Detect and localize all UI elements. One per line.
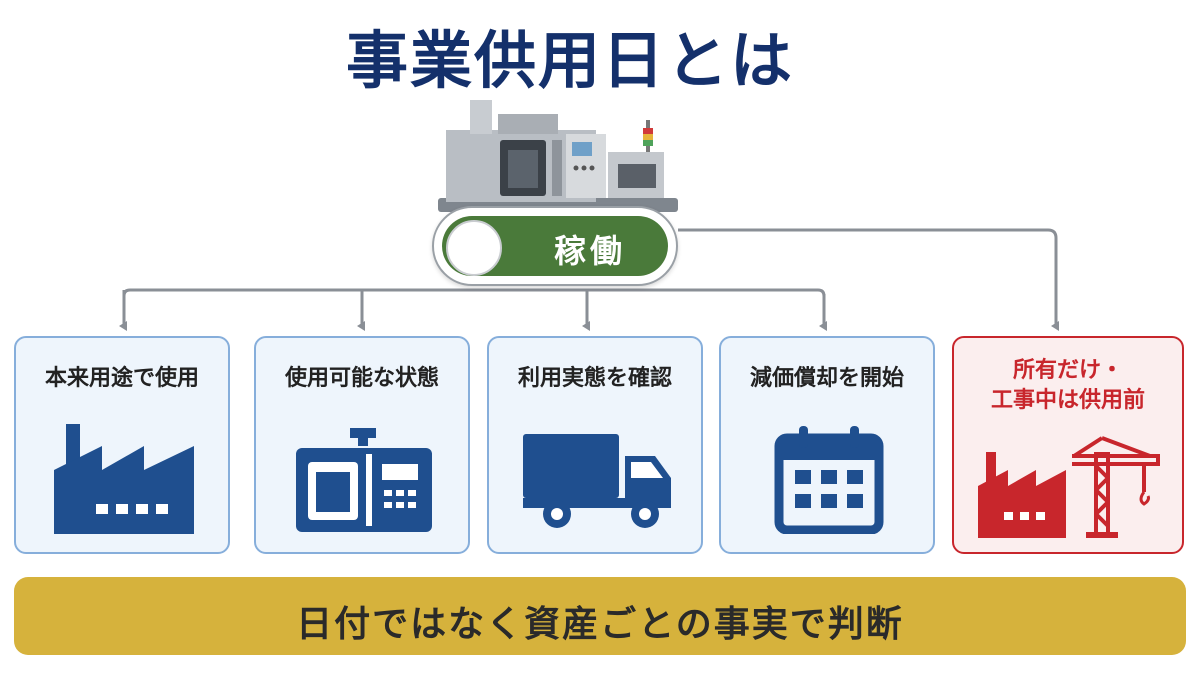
card-label: 利用実態を確認 bbox=[517, 366, 672, 391]
card-label: 減価償却を開始 bbox=[749, 366, 904, 391]
page-title: 事業供用日とは bbox=[345, 24, 794, 97]
card-label-line-1: 所有だけ・ bbox=[1012, 358, 1123, 383]
card-not-in-service: 所有だけ・ 工事中は供用前 bbox=[952, 336, 1184, 554]
card-label: 本来用途で使用 bbox=[44, 366, 199, 391]
toggle-label: 稼働 bbox=[553, 232, 626, 270]
arrow-to-card-5 bbox=[678, 228, 1059, 331]
conclusion-banner: 日付ではなく資産ごとの事実で判断 bbox=[14, 577, 1186, 655]
card-label: 使用可能な状態 bbox=[284, 366, 439, 391]
card-label-line-2: 工事中は供用前 bbox=[990, 388, 1145, 413]
cnc-machine-illustration bbox=[438, 100, 678, 212]
card-depreciation-start: 減価償却を開始 bbox=[719, 336, 935, 554]
toggle-knob bbox=[446, 220, 502, 276]
truck-icon bbox=[523, 434, 671, 528]
card-intended-use: 本来用途で使用 bbox=[14, 336, 230, 554]
calendar-icon bbox=[774, 426, 884, 534]
operation-toggle[interactable]: 稼働 bbox=[432, 206, 678, 286]
banner-text: 日付ではなく資産ごとの事実で判断 bbox=[296, 604, 904, 645]
factory-crane-icon bbox=[978, 436, 1160, 538]
card-label: 所有だけ・ 工事中は供用前 bbox=[954, 356, 1182, 416]
card-usage-check: 利用実態を確認 bbox=[487, 336, 703, 554]
factory-icon bbox=[54, 424, 194, 534]
branch-line bbox=[122, 288, 826, 297]
card-usable-state: 使用可能な状態 bbox=[254, 336, 470, 554]
machine-icon bbox=[296, 428, 432, 532]
